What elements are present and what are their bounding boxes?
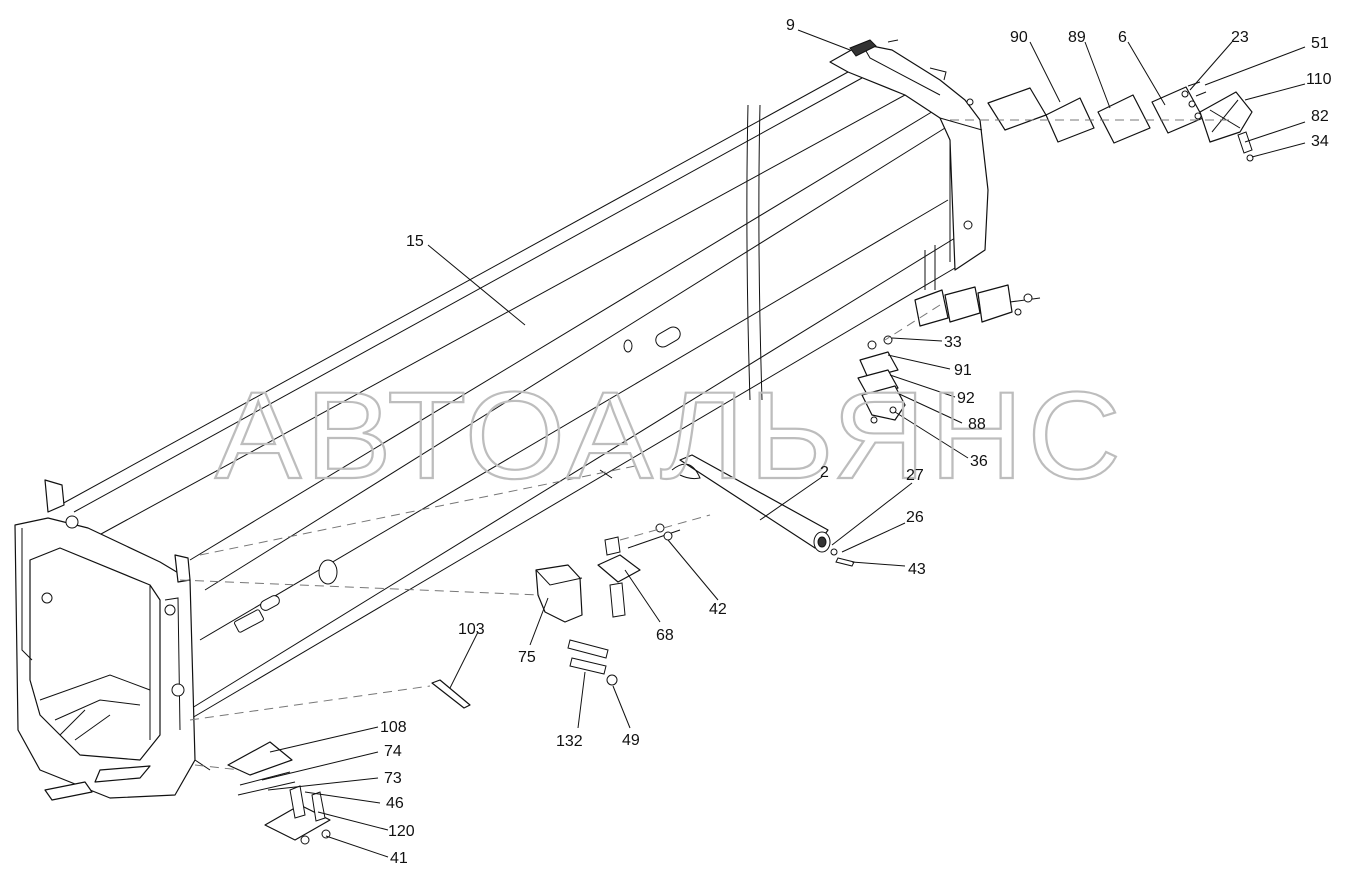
front-frame [14, 479, 211, 801]
callout-91: 91 [954, 362, 972, 379]
callout-75: 75 [518, 649, 536, 666]
callout-49: 49 [622, 732, 640, 749]
callout-92: 92 [957, 390, 975, 407]
callout-2: 2 [820, 464, 829, 481]
callout-36: 36 [970, 453, 988, 470]
callout-6: 6 [1118, 29, 1127, 46]
callout-15: 15 [406, 233, 424, 250]
callout-34: 34 [1311, 133, 1329, 150]
callout-120: 120 [388, 823, 415, 840]
callout-43: 43 [908, 561, 926, 578]
callout-103: 103 [458, 621, 485, 638]
callout-90: 90 [1010, 29, 1028, 46]
callout-74: 74 [384, 743, 402, 760]
callout-41: 41 [390, 850, 408, 867]
callout-51: 51 [1311, 35, 1329, 52]
callout-108: 108 [380, 719, 407, 736]
assembly-lines [179, 304, 941, 771]
callout-labels: 9 90 89 6 23 51 110 82 34 15 33 91 92 88… [380, 17, 1332, 867]
rear-cover-parts [950, 81, 1254, 162]
leader-lines [261, 29, 1306, 858]
callout-88: 88 [968, 416, 986, 433]
boom-section [59, 39, 989, 726]
callout-46: 46 [386, 795, 404, 812]
watermark-text: АВТОАЛЬЯНС [215, 367, 1125, 505]
callout-26: 26 [906, 509, 924, 526]
callout-23: 23 [1231, 29, 1249, 46]
callout-73: 73 [384, 770, 402, 787]
lower-bracket-parts [857, 245, 1041, 424]
callout-27: 27 [906, 467, 924, 484]
roller-part [671, 454, 855, 567]
callout-132: 132 [556, 733, 583, 750]
callout-42: 42 [709, 601, 727, 618]
slide-pad-assembly [535, 523, 681, 686]
callout-9: 9 [786, 17, 795, 34]
callout-110: 110 [1306, 71, 1332, 88]
bottom-bracket-parts [227, 679, 471, 845]
callout-89: 89 [1068, 29, 1086, 46]
callout-33: 33 [944, 334, 962, 351]
callout-68: 68 [656, 627, 674, 644]
callout-82: 82 [1311, 108, 1329, 125]
